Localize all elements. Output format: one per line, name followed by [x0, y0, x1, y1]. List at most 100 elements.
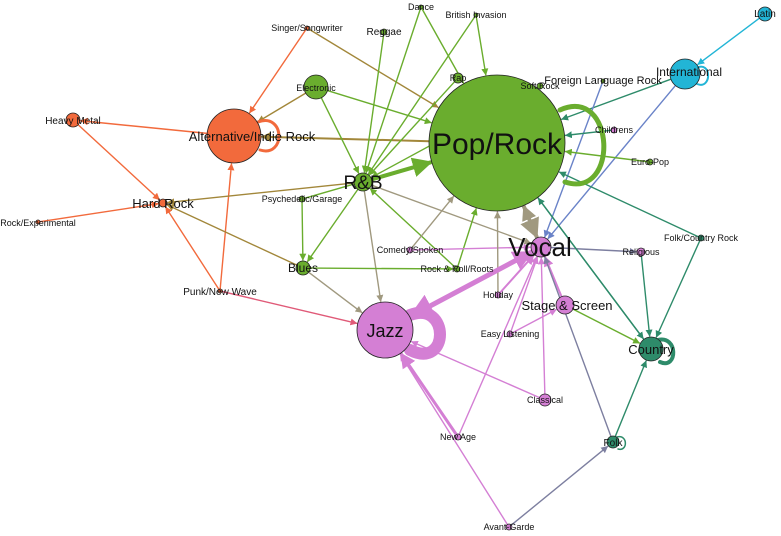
- edge-comedy-spoken-to-pop-rock: [411, 195, 455, 249]
- node-international[interactable]: [669, 58, 701, 90]
- edge-electronic-to-rnb: [320, 97, 360, 174]
- node-jazz[interactable]: [356, 301, 414, 359]
- edge-punk-new-wave-to-jazz: [221, 290, 358, 326]
- edge-folk-to-vocal: [543, 256, 612, 438]
- node-label-new-age: New Age: [440, 432, 476, 442]
- node-label-easy-listening: Easy Listening: [481, 329, 540, 339]
- alt-indie-self-loop: [256, 119, 281, 153]
- folk-self-loop: [616, 436, 627, 450]
- node-country[interactable]: [638, 336, 664, 362]
- node-holiday[interactable]: [494, 291, 502, 299]
- node-label-blues: Blues: [288, 261, 318, 275]
- node-rap[interactable]: [452, 72, 464, 84]
- edge-rnb-to-blues: [306, 188, 359, 263]
- node-folk[interactable]: [606, 435, 620, 449]
- node-reggae[interactable]: [380, 28, 388, 36]
- node-avant-garde[interactable]: [505, 523, 513, 531]
- node-british-invasion[interactable]: [473, 12, 479, 18]
- node-label-psychedelic-garage: Psychedelic/Garage: [262, 194, 343, 204]
- node-electronic[interactable]: [303, 74, 329, 100]
- node-label-jazz: Jazz: [366, 321, 403, 341]
- edge-comedy-spoken-to-vocal: [412, 243, 531, 251]
- edge-british-invasion-to-rnb: [367, 15, 476, 175]
- node-vocal[interactable]: [530, 236, 552, 258]
- node-label-childrens: Childrens: [595, 125, 634, 135]
- node-label-international: International: [656, 65, 722, 79]
- edge-country-to-pop-rock: [537, 197, 645, 341]
- nodes-layer: [35, 4, 773, 531]
- edge-jazz-to-vocal: [407, 250, 534, 319]
- node-religious[interactable]: [636, 247, 646, 257]
- node-hard-rock[interactable]: [158, 198, 168, 208]
- edge-easy-listening-to-stage-screen: [511, 308, 557, 334]
- edge-folk-to-country: [614, 360, 647, 438]
- node-heavy-metal[interactable]: [65, 112, 81, 128]
- node-alt-indie[interactable]: [206, 108, 262, 164]
- edge-singer-songwriter-to-alt-indie: [248, 28, 307, 114]
- node-foreign-language-rock[interactable]: [600, 78, 606, 84]
- node-rnb[interactable]: [353, 172, 373, 192]
- node-childrens[interactable]: [610, 126, 618, 134]
- node-classical[interactable]: [538, 393, 552, 407]
- node-punk-new-wave[interactable]: [217, 288, 223, 294]
- node-label-punk-new-wave: Punk/New Wave: [183, 287, 257, 298]
- node-blues[interactable]: [295, 260, 311, 276]
- jazz-self-loop: [404, 306, 446, 360]
- edge-rnb-to-hard-rock: [167, 182, 355, 206]
- node-easy-listening[interactable]: [506, 330, 514, 338]
- edge-avant-garde-to-jazz: [399, 353, 509, 526]
- node-label-comedy-spoken: Comedy/Spoken: [377, 245, 444, 255]
- node-soft-rock[interactable]: [536, 82, 544, 90]
- edge-easy-listening-to-vocal: [510, 256, 539, 332]
- node-comedy-spoken[interactable]: [406, 246, 414, 254]
- node-label-electronic: Electronic: [296, 83, 336, 93]
- node-latin[interactable]: [757, 6, 773, 22]
- country-self-loop: [656, 337, 676, 366]
- node-pop-rock[interactable]: [428, 74, 566, 212]
- international-self-loop: [695, 65, 710, 86]
- node-singer-songwriter[interactable]: [304, 25, 310, 31]
- edge-new-age-to-jazz: [399, 352, 458, 437]
- node-label-euro-pop: Euro-Pop: [631, 157, 669, 167]
- node-rock-experimental[interactable]: [35, 219, 41, 225]
- edge-blues-to-jazz: [307, 271, 363, 314]
- node-label-rock-experimental: Rock/Experimental: [0, 218, 76, 228]
- node-stage-screen[interactable]: [555, 295, 575, 315]
- pop-rock-self-loop: [557, 104, 607, 187]
- node-label-soft-rock: Soft Rock: [520, 81, 560, 91]
- edge-euro-pop-to-pop-rock: [564, 148, 648, 163]
- node-rock-roll-roots[interactable]: [453, 265, 461, 273]
- edge-electronic-to-alt-indie: [257, 92, 307, 123]
- edge-vocal-to-religious: [550, 246, 637, 255]
- node-label-british-invasion: British Invasion: [445, 10, 506, 20]
- node-label-alt-indie: Alternative/Indie Rock: [189, 129, 316, 144]
- node-dance[interactable]: [418, 4, 424, 10]
- node-label-country: Country: [628, 342, 674, 357]
- node-new-age[interactable]: [454, 433, 462, 441]
- edge-rock-roll-roots-to-pop-rock: [457, 208, 478, 267]
- node-euro-pop[interactable]: [646, 158, 654, 166]
- edge-dance-to-rnb: [364, 8, 422, 174]
- node-label-stage-screen: Stage & Screen: [521, 298, 612, 313]
- edge-singer-songwriter-to-pop-rock: [308, 28, 439, 108]
- node-label-vocal: Vocal: [508, 232, 572, 262]
- edge-latin-to-international: [697, 17, 761, 66]
- node-label-folk: Folk: [604, 438, 624, 449]
- node-label-reggae: Reggae: [366, 27, 401, 38]
- node-folk-country-rock[interactable]: [697, 234, 705, 242]
- node-label-religious: Religious: [622, 247, 660, 257]
- edge-folk-country-rock-to-country: [655, 240, 701, 338]
- node-psychedelic-garage[interactable]: [298, 195, 306, 203]
- node-label-classical: Classical: [527, 395, 563, 405]
- edge-reggae-to-rnb: [361, 34, 385, 173]
- edge-rnb-to-vocal: [370, 184, 532, 245]
- edge-international-to-pop-rock: [561, 78, 672, 121]
- node-label-avant-garde: Avant-Garde: [484, 522, 535, 532]
- edge-blues-to-rock-roll-roots: [309, 265, 454, 273]
- edge-blues-to-hard-rock: [166, 204, 298, 266]
- edge-rnb-to-jazz: [363, 190, 384, 303]
- edge-rock-roll-roots-to-rnb: [369, 188, 456, 268]
- edge-electronic-to-pop-rock: [326, 89, 432, 125]
- node-label-rnb: R&B: [343, 173, 382, 194]
